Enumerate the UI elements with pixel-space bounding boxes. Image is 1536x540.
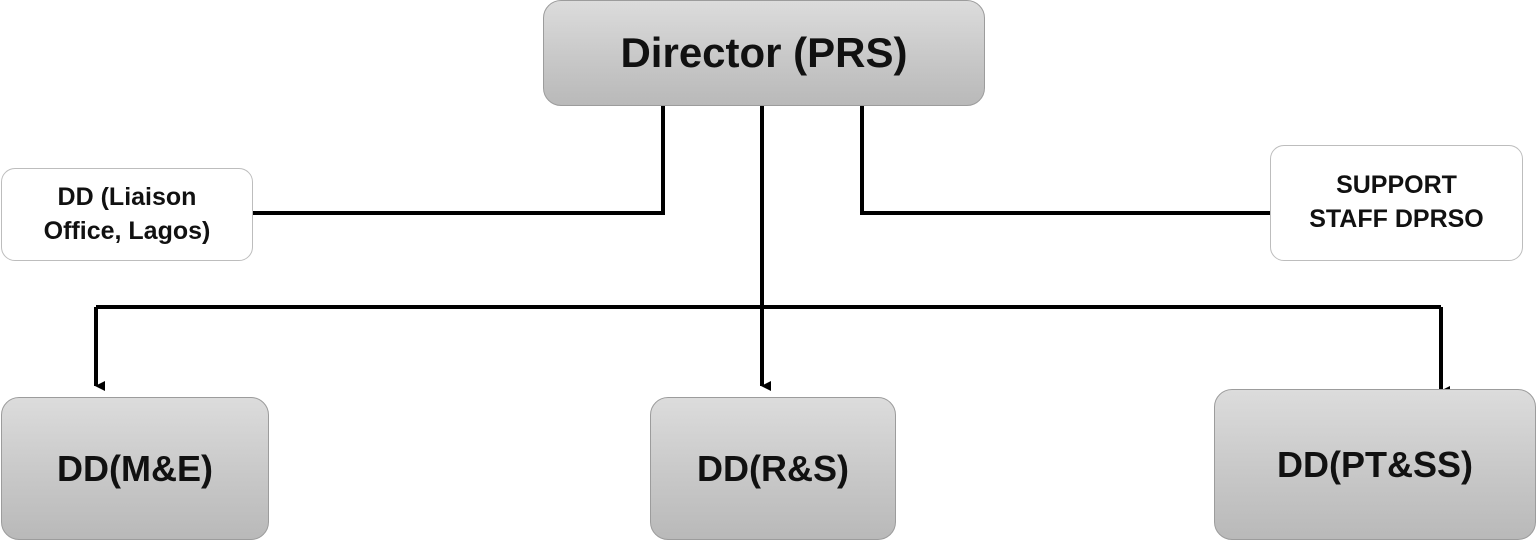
node-support-label: SUPPORT STAFF DPRSO — [1309, 171, 1484, 233]
node-liaison: DD (Liaison Office, Lagos) — [1, 168, 253, 261]
node-director: Director (PRS) — [543, 0, 985, 106]
node-ptss-label: DD(PT&SS) — [1277, 443, 1473, 485]
node-me: DD(M&E) — [1, 397, 269, 540]
node-rs: DD(R&S) — [650, 397, 896, 540]
node-support: SUPPORT STAFF DPRSO — [1270, 145, 1523, 261]
edge-director-to-support — [860, 106, 1275, 215]
node-ptss: DD(PT&SS) — [1214, 389, 1536, 540]
edge-director-to-liaison — [253, 106, 665, 215]
node-rs-label: DD(R&S) — [697, 447, 849, 489]
node-liaison-label: DD (Liaison Office, Lagos) — [43, 182, 211, 245]
node-director-label: Director (PRS) — [620, 29, 908, 76]
node-me-label: DD(M&E) — [57, 447, 213, 489]
